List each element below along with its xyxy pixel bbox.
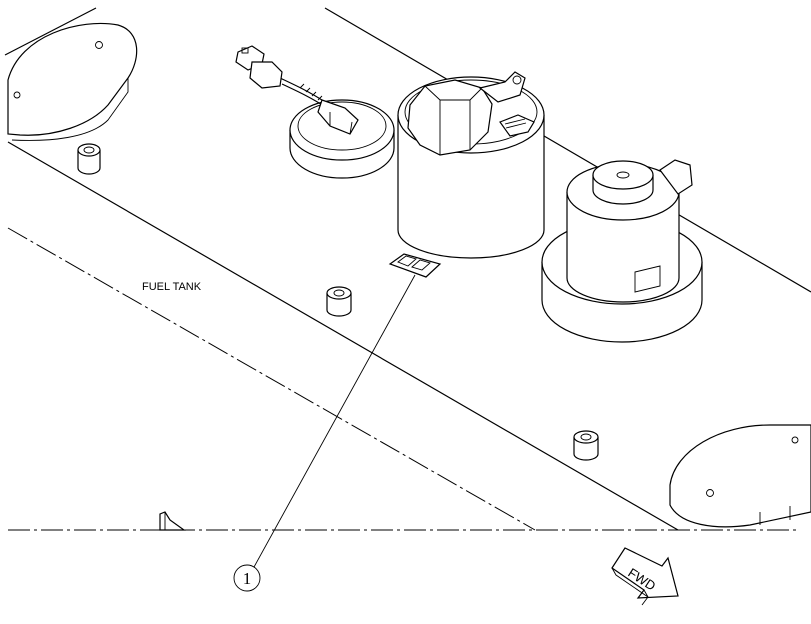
mounting-boss xyxy=(326,286,352,317)
access-cover-right xyxy=(669,424,811,528)
fuel-pump-canister xyxy=(397,71,545,259)
callout-leader-line xyxy=(253,274,416,568)
tank-top-outline xyxy=(4,7,811,531)
edge-bracket xyxy=(159,511,186,531)
wiring-harness xyxy=(279,77,359,135)
mounting-boss xyxy=(77,143,101,175)
mounting-boss xyxy=(573,430,599,461)
callout-number: 1 xyxy=(243,569,252,588)
fuel-tank-label: FUEL TANK xyxy=(142,281,202,293)
data-plate xyxy=(499,114,535,137)
access-cover-left xyxy=(7,22,138,141)
fuel-sender-unit xyxy=(289,99,395,179)
fuel-decal xyxy=(388,253,442,278)
fuel-filter-unit xyxy=(541,159,703,343)
electrical-connector xyxy=(235,45,283,89)
callout-balloon: 1 xyxy=(233,564,261,592)
forward-arrow: FWD xyxy=(611,547,679,606)
